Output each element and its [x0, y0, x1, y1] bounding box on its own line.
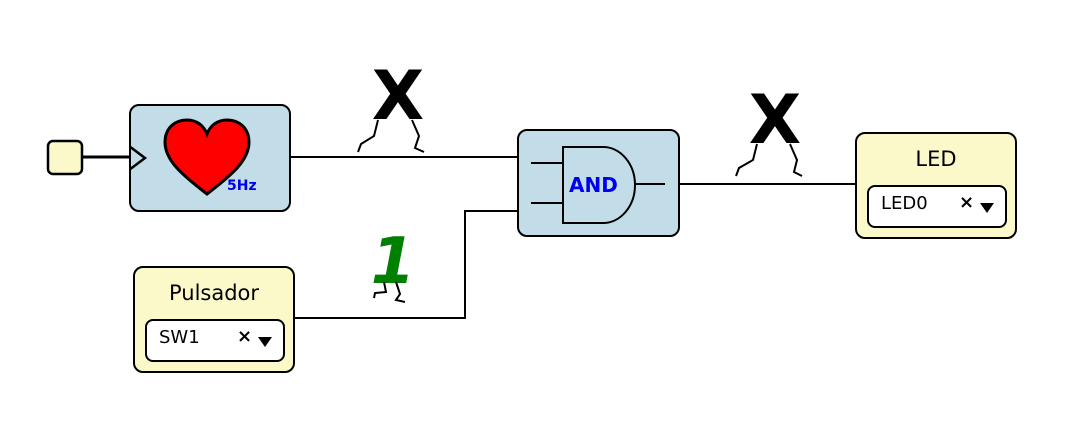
clear-icon[interactable]: × [237, 326, 253, 347]
heart-icon [163, 118, 251, 196]
signal-indicator-led: X [735, 81, 803, 177]
signal-leg-left [373, 281, 388, 299]
and-gate-block[interactable]: AND [517, 129, 680, 237]
and-gate-label: AND [569, 173, 618, 197]
signal-leg-right [394, 281, 406, 303]
clock-input-triangle [129, 145, 148, 171]
dropdown-arrow-icon[interactable] [258, 337, 272, 347]
led-pin-select[interactable]: LED0 × [867, 185, 1007, 228]
signal-leg-right [789, 143, 803, 177]
clock-frequency-label: 5Hz [227, 178, 257, 194]
signal-value-clock: X [372, 57, 424, 136]
led-pin-value: LED0 [881, 193, 928, 214]
signal-leg-left [357, 119, 379, 153]
button-block[interactable]: Pulsador SW1 × [133, 266, 295, 373]
signal-leg-left [735, 143, 758, 177]
dropdown-arrow-icon[interactable] [980, 203, 994, 213]
button-pin-value: SW1 [159, 327, 200, 348]
button-block-title: Pulsador [168, 281, 260, 305]
signal-leg-right [411, 119, 425, 153]
led-block-title: LED [915, 147, 957, 171]
wire-button-to-and[interactable] [294, 210, 518, 319]
led-block[interactable]: LED LED0 × [855, 132, 1017, 239]
button-pin-select[interactable]: SW1 × [145, 319, 285, 362]
signal-indicator-button: 1 [371, 225, 416, 303]
clock-block[interactable]: 5Hz [129, 104, 291, 212]
signal-indicator-clock: X [357, 57, 425, 153]
signal-value-button: 1 [371, 225, 416, 299]
input-port[interactable] [46, 139, 84, 176]
clear-icon[interactable]: × [959, 192, 975, 213]
signal-value-led: X [749, 81, 801, 160]
and-gate-icon [530, 145, 665, 224]
